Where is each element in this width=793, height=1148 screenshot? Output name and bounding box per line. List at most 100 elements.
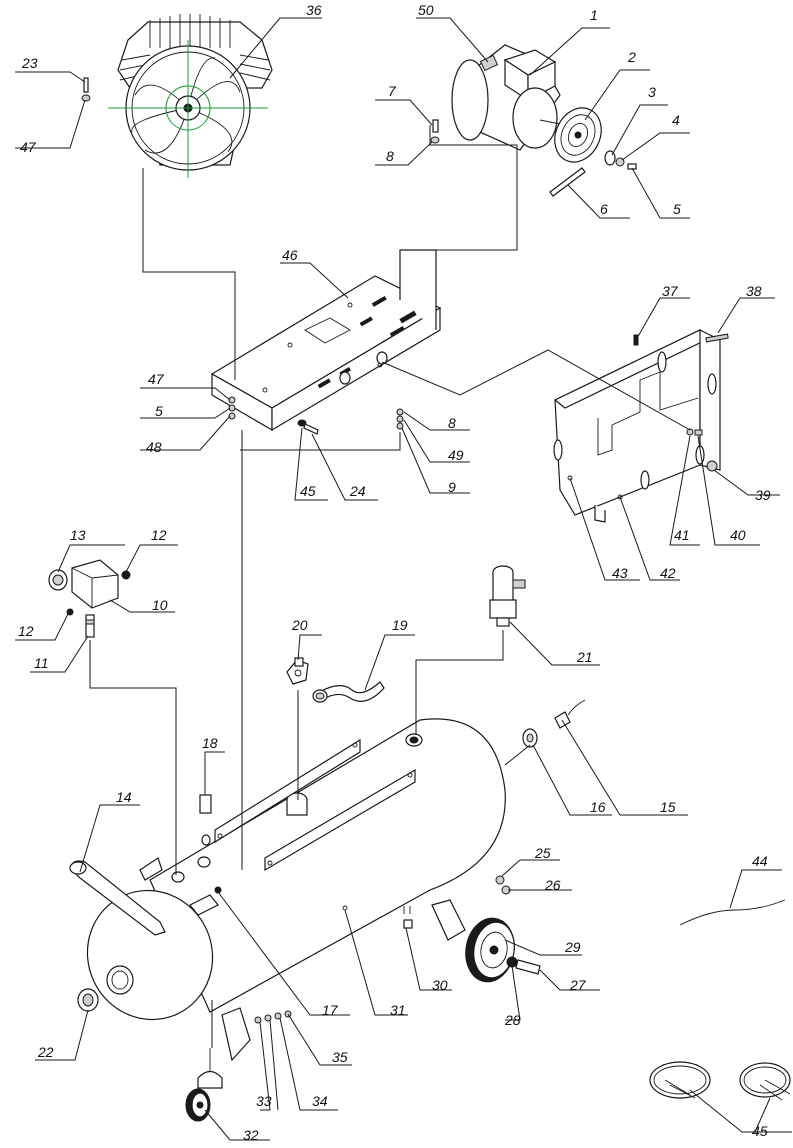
callout-36-label: 36	[306, 2, 322, 18]
delivery-hose	[312, 681, 385, 703]
callout-50: 50	[416, 2, 489, 63]
callout-48-label: 48	[146, 439, 162, 455]
callout-30: 30	[405, 927, 452, 993]
callout-23-label: 23	[21, 55, 38, 71]
callout-46: 46	[280, 247, 349, 299]
callout-50-label: 50	[418, 2, 434, 18]
rear-wheel	[465, 917, 541, 983]
callout-22: 22	[35, 1009, 89, 1061]
callout-47a: 47	[15, 99, 86, 155]
callout-44: 44	[729, 853, 782, 909]
callout-11: 11	[30, 635, 89, 673]
callout-13: 13	[57, 527, 125, 573]
callout-25-label: 25	[534, 845, 551, 861]
callout-41: 41	[669, 435, 700, 546]
callout-45a-label: 45	[300, 483, 316, 499]
callout-4-label: 4	[672, 112, 680, 128]
callout-42: 42	[619, 496, 680, 581]
callout-25: 25	[501, 845, 560, 877]
callout-16-label: 16	[590, 799, 606, 815]
callout-32: 32	[204, 1109, 270, 1143]
callout-42-label: 42	[660, 565, 676, 581]
callout-21: 21	[509, 621, 600, 666]
callout-27: 27	[539, 969, 600, 993]
callout-37: 37	[635, 283, 690, 341]
callout-15-label: 15	[660, 799, 676, 815]
callout-48: 48	[140, 415, 231, 455]
callout-45a: 45	[294, 427, 328, 501]
callout-28: 28	[504, 965, 521, 1028]
callout-49: 49	[403, 419, 470, 463]
callout-38-label: 38	[746, 283, 762, 299]
callout-26: 26	[508, 877, 572, 893]
wheel-bracket	[221, 899, 466, 1062]
callout-34-label: 34	[312, 1093, 328, 1109]
callout-47a-label: 47	[20, 139, 37, 155]
callout-36: 36	[229, 2, 322, 79]
callout-43-label: 43	[612, 565, 628, 581]
callout-12b: 12	[15, 613, 69, 641]
callout-17-label: 17	[322, 1002, 339, 1018]
callout-10-label: 10	[152, 597, 168, 613]
callout-45b: 45	[689, 1089, 792, 1139]
callout-20-label: 20	[291, 617, 308, 633]
callout-43: 43	[569, 477, 640, 581]
caster-wheel	[185, 1048, 223, 1122]
callout-23: 23	[15, 55, 86, 83]
callout-9-label: 9	[448, 479, 456, 495]
callout-30-label: 30	[432, 977, 448, 993]
callout-21-label: 21	[576, 649, 593, 665]
callout-15: 15	[561, 719, 688, 816]
mounting-plate	[210, 249, 442, 432]
callout-37-label: 37	[662, 283, 679, 299]
callout-2: 2	[584, 49, 650, 121]
callout-11-label: 11	[34, 655, 49, 671]
callout-28-label: 28	[504, 1012, 521, 1028]
callout-45b-label: 45	[752, 1123, 768, 1139]
callout-17: 17	[217, 891, 350, 1018]
callout-35-label: 35	[332, 1049, 348, 1065]
callout-33-label: 33	[256, 1093, 272, 1109]
motor-pulley	[554, 107, 602, 163]
callout-38: 38	[717, 283, 775, 334]
callout-47b-label: 47	[148, 371, 165, 387]
callout-46-label: 46	[282, 247, 298, 263]
callout-29-label: 29	[564, 939, 581, 955]
callout-8b: 8	[403, 411, 470, 431]
check-valve	[286, 657, 309, 685]
callout-6-label: 6	[600, 201, 608, 217]
callout-1-label: 1	[590, 7, 598, 23]
callout-18-label: 18	[202, 735, 218, 751]
callout-12b-label: 12	[18, 623, 34, 639]
motor-rails	[214, 738, 416, 872]
callout-13-label: 13	[70, 527, 86, 543]
callout-8b-label: 8	[448, 415, 456, 431]
callout-2-label: 2	[627, 49, 636, 65]
callout-31-label: 31	[390, 1002, 406, 1018]
callout-4: 4	[621, 112, 690, 161]
belt-guard	[553, 329, 729, 523]
callout-3-label: 3	[648, 84, 656, 100]
callout-41-label: 41	[674, 527, 690, 543]
callout-34: 34	[279, 1017, 338, 1111]
callout-5a: 5	[631, 167, 690, 219]
callout-22-label: 22	[37, 1044, 54, 1060]
callout-40-label: 40	[730, 527, 746, 543]
callout-3: 3	[611, 84, 668, 156]
pump-head	[108, 14, 273, 178]
callout-12a: 12	[125, 527, 178, 573]
safety-valve	[489, 565, 526, 627]
callout-5b: 5	[140, 403, 231, 419]
air-tank	[86, 718, 506, 1021]
callout-6: 6	[567, 184, 630, 219]
callout-14: 14	[79, 789, 140, 873]
pulley-key-and-fasteners	[81, 77, 637, 197]
callout-29: 29	[504, 939, 582, 956]
callout-10: 10	[109, 597, 175, 613]
callout-5b-label: 5	[155, 403, 163, 419]
callout-32-label: 32	[243, 1127, 259, 1143]
callout-44-label: 44	[752, 853, 768, 869]
callout-8a: 8	[375, 141, 433, 166]
callouts: 1 2 3 4 5 6 7 8 23 47 36 50 46 47 5 48 4…	[15, 2, 792, 1143]
